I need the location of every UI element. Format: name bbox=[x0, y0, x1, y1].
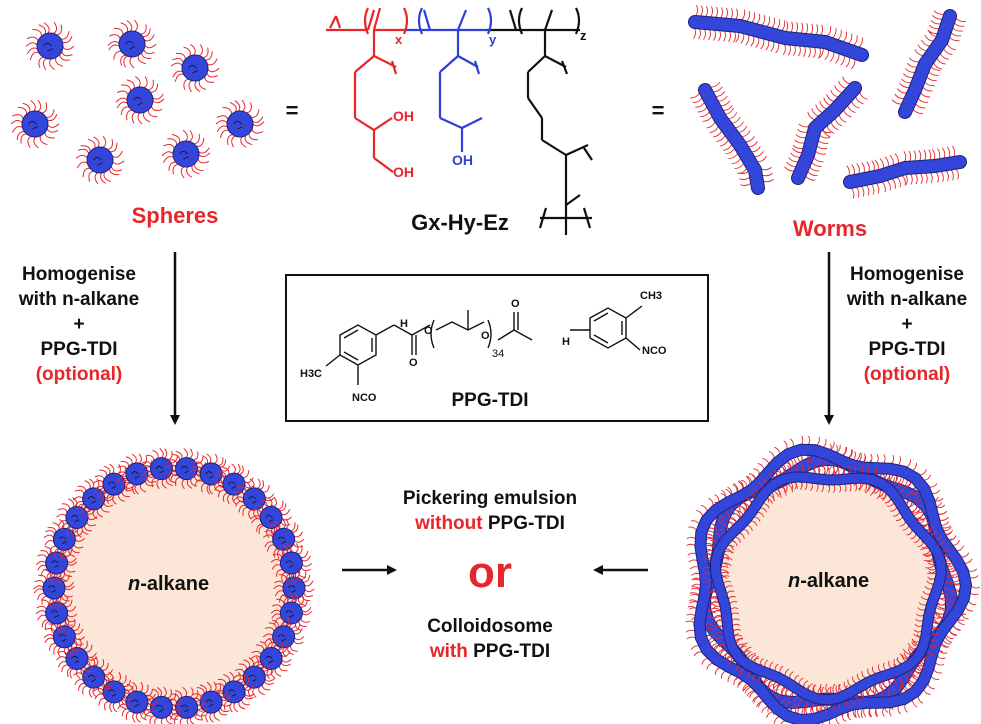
arrows bbox=[170, 252, 834, 575]
right-line1: Homogenise bbox=[849, 264, 965, 285]
center-text-top: Pickering emulsion without PPG-TDI bbox=[385, 486, 595, 536]
sphere-micelle bbox=[56, 637, 98, 679]
ppg-o-2: O bbox=[424, 325, 433, 337]
sphere-micelle bbox=[43, 616, 86, 658]
alkane-label-right: n-alkane bbox=[788, 570, 870, 592]
sphere-micelle bbox=[25, 22, 75, 71]
subscript-x: x bbox=[395, 32, 403, 47]
sphere-micelle bbox=[215, 99, 265, 148]
oh-label-1: OH bbox=[393, 108, 414, 124]
or-label: or bbox=[468, 548, 512, 597]
ppg-o-4: O bbox=[511, 298, 520, 310]
pickering-label: Pickering emulsion bbox=[402, 488, 578, 509]
worm-micelle bbox=[843, 145, 967, 199]
sphere-micelle bbox=[116, 453, 158, 495]
sphere-micelle bbox=[213, 463, 255, 505]
right-line3: PPG-TDI bbox=[868, 339, 946, 360]
center-text-bottom: Colloidosome with PPG-TDI bbox=[385, 614, 595, 664]
ppg-tdi-box-frame bbox=[285, 274, 709, 422]
left-line3: PPG-TDI bbox=[40, 339, 118, 360]
oh-label-3: OH bbox=[452, 152, 473, 168]
sphere-micelle bbox=[75, 135, 125, 185]
ppg-o-3: O bbox=[481, 330, 490, 342]
sphere-micelle bbox=[270, 542, 313, 584]
ppg-n-34: 34 bbox=[492, 348, 505, 360]
worm-micelle bbox=[690, 81, 774, 195]
right-line2: with n-alkane bbox=[846, 289, 968, 310]
alkane-label-left: n-alkane bbox=[128, 573, 210, 595]
sphere-micelle bbox=[140, 686, 183, 724]
e-block bbox=[490, 9, 593, 235]
oh-label-2: OH bbox=[393, 164, 414, 180]
sphere-micelle bbox=[10, 99, 60, 149]
sphere-micelle bbox=[170, 43, 220, 93]
without-label: without bbox=[415, 513, 483, 534]
left-plus: + bbox=[73, 314, 85, 335]
worms-label: Worms bbox=[792, 216, 868, 241]
ppg-nco-1: NCO bbox=[352, 392, 377, 404]
colloidosome-label: Colloidosome bbox=[427, 616, 553, 637]
ppg-tdi-caption: PPG-TDI bbox=[451, 390, 529, 411]
left-line1: Homogenise bbox=[21, 264, 137, 285]
h-block bbox=[405, 9, 490, 152]
right-plus: + bbox=[901, 314, 913, 335]
subscript-z: z bbox=[580, 28, 587, 43]
ppg-nco-2: NCO bbox=[642, 345, 667, 357]
worm-pickering-droplet bbox=[685, 435, 980, 724]
ppg-tdi-structure bbox=[325, 305, 643, 385]
ppg-label-2: PPG-TDI bbox=[473, 641, 551, 662]
worm-micelle bbox=[891, 9, 967, 119]
left-process-text: Homogenise with n-alkane + PPG-TDI (opti… bbox=[4, 262, 154, 387]
g-block bbox=[326, 7, 405, 173]
sphere-micelle bbox=[116, 681, 158, 723]
right-optional: (optional) bbox=[863, 364, 951, 385]
right-process-text: Homogenise with n-alkane + PPG-TDI (opti… bbox=[832, 262, 981, 387]
left-optional: (optional) bbox=[35, 364, 123, 385]
worm-micelle bbox=[784, 76, 868, 185]
sphere-micelle bbox=[233, 656, 275, 698]
left-line2: with n-alkane bbox=[18, 289, 140, 310]
with-label: with bbox=[429, 641, 468, 662]
subscript-y: y bbox=[489, 32, 497, 47]
equals-left: = bbox=[285, 98, 299, 123]
ppg-o-1: O bbox=[409, 357, 418, 369]
sphere-micelle bbox=[161, 129, 211, 179]
ppg-ch3-top: CH3 bbox=[640, 290, 663, 302]
sphere-micelle bbox=[262, 616, 305, 658]
sphere-micelle bbox=[56, 497, 98, 538]
spheres-cluster bbox=[10, 19, 265, 185]
worm-micelle bbox=[688, 5, 869, 70]
alkane-droplet-right bbox=[716, 473, 940, 697]
sphere-micelle bbox=[107, 19, 157, 69]
ppg-h-2: H bbox=[562, 336, 570, 348]
ppg-h-1: H bbox=[400, 318, 408, 330]
sphere-micelle bbox=[43, 518, 86, 560]
alkane-droplet-left bbox=[52, 466, 296, 710]
worms-cluster bbox=[688, 5, 967, 199]
polymer-formula: Gx-Hy-Ez bbox=[411, 210, 509, 235]
sphere-micelle bbox=[165, 686, 208, 724]
equals-right: = bbox=[651, 98, 665, 123]
sphere-pickering-droplet bbox=[33, 448, 315, 724]
ppg-ch3-left: H3C bbox=[300, 368, 323, 380]
polymer-structure bbox=[326, 7, 593, 235]
sphere-micelle bbox=[115, 76, 165, 125]
spheres-label: Spheres bbox=[131, 203, 219, 228]
worm-micelle bbox=[702, 464, 954, 713]
ppg-label-1: PPG-TDI bbox=[487, 513, 565, 534]
